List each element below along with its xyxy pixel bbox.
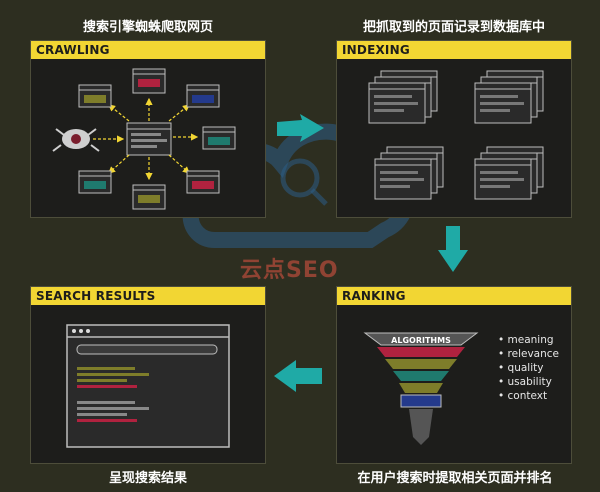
crawling-diagram (52, 68, 236, 210)
results-panel: SEARCH RESULTS (30, 286, 266, 464)
page-stack-icon (368, 70, 438, 124)
results-diagram (66, 324, 230, 448)
funnel-icon (363, 332, 479, 445)
list-item: relevance (498, 347, 559, 361)
ranking-title: RANKING (337, 287, 571, 305)
page-icon-bottom-left (78, 170, 112, 194)
indexing-title: INDEXING (337, 41, 571, 59)
list-item: meaning (498, 333, 559, 347)
page-icon-right (202, 126, 236, 150)
page-icon-top (132, 68, 166, 94)
page-stack-icon (374, 146, 444, 200)
caption-crawling: 搜索引擎蜘蛛爬取网页 (82, 20, 213, 35)
ranking-panel: RANKING ALGORITHMS (336, 286, 572, 464)
browser-window-icon (66, 324, 230, 448)
arrow-left-icon (274, 360, 322, 392)
indexing-diagram (368, 70, 544, 200)
crawling-panel: CRAWLING (30, 40, 266, 218)
indexing-panel: INDEXING (336, 40, 572, 218)
page-icon-top-left (78, 84, 112, 108)
list-item: context (498, 389, 559, 403)
page-stack-icon (474, 70, 544, 124)
funnel-label: ALGORITHMS (391, 336, 451, 345)
ranking-factors-list: meaning relevance quality usability cont… (498, 333, 559, 403)
page-icon-bottom (132, 184, 166, 210)
list-item: quality (498, 361, 559, 375)
page-icon-top-right (186, 84, 220, 108)
caption-results: 呈现搜索结果 (108, 471, 187, 486)
caption-indexing: 把抓取到的页面记录到数据库中 (362, 20, 545, 35)
results-title: SEARCH RESULTS (31, 287, 265, 305)
center-page-icon (126, 122, 172, 156)
crawling-title: CRAWLING (31, 41, 265, 59)
caption-ranking: 在用户搜索时提取相关页面并排名 (357, 471, 553, 486)
watermark-text: 云点SEO (240, 258, 339, 283)
arrow-right-icon (277, 114, 324, 142)
page-stack-icon (474, 146, 544, 200)
list-item: usability (498, 375, 559, 389)
spider-icon (52, 128, 100, 152)
arrow-down-icon (438, 226, 468, 272)
ranking-diagram: ALGORITHMS (363, 332, 479, 445)
page-icon-bottom-right (186, 170, 220, 194)
